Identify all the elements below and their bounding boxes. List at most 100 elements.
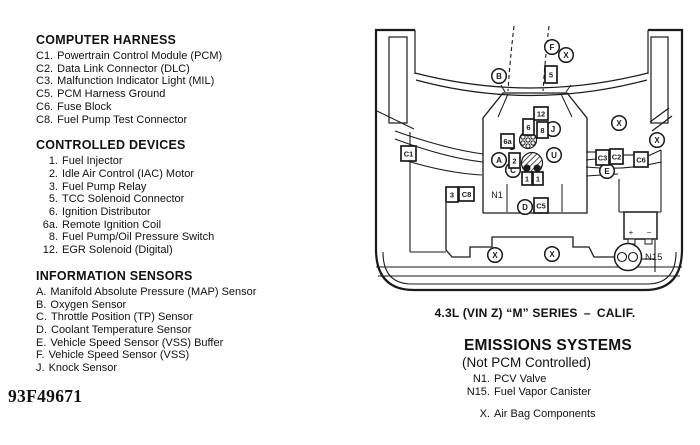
svg-text:J: J bbox=[551, 125, 555, 134]
legend-item-num: C8. bbox=[36, 113, 54, 126]
legend-item-num: F. bbox=[36, 349, 45, 362]
legend-item: J.Knock Sensor bbox=[36, 362, 366, 375]
legend-item-text: Fuel Pump Relay bbox=[62, 180, 147, 193]
svg-text:F: F bbox=[550, 43, 555, 52]
diagram-caption: 4.3L (VIN Z) “M” SERIES – CALIF. bbox=[434, 306, 636, 320]
callout-box-C2: C2 bbox=[609, 148, 624, 165]
legend-item-text: Fuse Block bbox=[57, 100, 112, 113]
svg-text:C3: C3 bbox=[598, 153, 608, 162]
vapor-canister bbox=[613, 242, 643, 272]
callout-box-C6: C6 bbox=[633, 151, 649, 168]
diagram-label-N15: N15 bbox=[645, 252, 662, 263]
callout-box-C1: C1 bbox=[400, 145, 417, 162]
airbag-note-num: X. bbox=[479, 408, 490, 420]
svg-text:X: X bbox=[549, 250, 555, 259]
legend-item-text: Data Link Connector (DLC) bbox=[57, 62, 190, 75]
section-title: CONTROLLED DEVICES bbox=[36, 138, 186, 153]
injector-dot bbox=[533, 164, 541, 172]
legend-item-num: 2. bbox=[48, 167, 58, 180]
callout-box-1: 1 bbox=[532, 171, 544, 186]
svg-text:C1: C1 bbox=[404, 149, 414, 158]
legend-item: C6.Fuse Block bbox=[36, 101, 366, 114]
engine-block bbox=[482, 84, 588, 214]
battery bbox=[623, 211, 658, 245]
legend-item-text: Remote Ignition Coil bbox=[62, 218, 162, 231]
emissions-title: EMISSIONS SYSTEMS bbox=[464, 337, 632, 354]
legend-item-text: PCM Harness Ground bbox=[57, 88, 166, 101]
svg-text:X: X bbox=[654, 136, 660, 145]
legend-item-text: PCV Valve bbox=[494, 373, 547, 385]
legend-item-num: E. bbox=[36, 336, 47, 349]
svg-text:2: 2 bbox=[512, 156, 516, 165]
svg-text:C8: C8 bbox=[462, 190, 472, 199]
callout-circle-F: F bbox=[543, 38, 561, 56]
legend-item-text: Fuel Pump Test Connector bbox=[57, 113, 188, 126]
legend-item-num: N15. bbox=[466, 386, 490, 398]
legend-item: D.Coolant Temperature Sensor bbox=[36, 324, 366, 337]
legend-item-text: Fuel Injector bbox=[62, 155, 123, 168]
legend-item-text: Malfunction Indicator Light (MIL) bbox=[57, 75, 215, 88]
legend-item: C3.Malfunction Indicator Light (MIL) bbox=[36, 75, 366, 88]
legend-item-num: 5. bbox=[48, 193, 58, 206]
callout-circle-A: A bbox=[490, 151, 508, 169]
callout-circle-X: X bbox=[557, 46, 575, 64]
legend-item: B.Oxygen Sensor bbox=[36, 299, 366, 312]
legend-item-num: C1. bbox=[36, 50, 54, 62]
legend-item-num: 6. bbox=[48, 206, 58, 219]
legend-item-num: J. bbox=[36, 362, 45, 375]
callout-box-8: 8 bbox=[536, 121, 549, 139]
svg-text:E: E bbox=[604, 167, 610, 176]
legend-item: N1. PCV Valve bbox=[460, 373, 632, 386]
callout-circle-U: U bbox=[545, 146, 563, 164]
component-legend: COMPUTER HARNESS C1.Powertrain Control M… bbox=[36, 33, 366, 387]
callout-circle-X: X bbox=[610, 114, 628, 132]
legend-item-num: 3. bbox=[48, 180, 58, 193]
legend-item-num: A. bbox=[36, 285, 47, 298]
legend-item-num: N1. bbox=[472, 373, 490, 385]
injector-dot bbox=[523, 164, 531, 172]
legend-item-text: Manifold Absolute Pressure (MAP) Sensor bbox=[50, 285, 257, 298]
legend-item-text: Vehicle Speed Sensor (VSS) bbox=[48, 349, 190, 362]
svg-text:C2: C2 bbox=[612, 152, 622, 161]
legend-item-text: Ignition Distributor bbox=[62, 206, 151, 219]
legend-item-text: TCC Solenoid Connector bbox=[62, 193, 185, 206]
callout-circle-X: X bbox=[648, 131, 666, 149]
callout-circle-B: B bbox=[490, 67, 508, 85]
svg-text:C6: C6 bbox=[636, 155, 646, 164]
legend-item-num: C2. bbox=[36, 62, 54, 75]
callout-box-C5: C5 bbox=[533, 197, 549, 214]
legend-item: 1. Fuel Injector bbox=[36, 155, 366, 168]
legend-item: N15. Fuel Vapor Canister bbox=[460, 386, 632, 399]
callout-box-5: 5 bbox=[544, 65, 558, 84]
svg-text:6: 6 bbox=[526, 123, 530, 132]
legend-item-list: A.Manifold Absolute Pressure (MAP) Senso… bbox=[36, 286, 366, 375]
svg-text:1: 1 bbox=[525, 174, 529, 183]
svg-text:1: 1 bbox=[536, 174, 540, 183]
svg-text:D: D bbox=[522, 203, 528, 212]
svg-text:6a: 6a bbox=[503, 137, 512, 146]
legend-item: E.Vehicle Speed Sensor (VSS) Buffer bbox=[36, 337, 366, 350]
svg-text:12: 12 bbox=[537, 109, 545, 118]
airbag-note: X. Air Bag Components bbox=[460, 408, 632, 421]
legend-item: C8.Fuel Pump Test Connector bbox=[36, 114, 366, 127]
legend-item-num: C3. bbox=[36, 75, 54, 88]
hood-dashed-lines bbox=[507, 25, 550, 92]
svg-text:B: B bbox=[496, 72, 502, 81]
legend-item-num: 1. bbox=[48, 155, 58, 168]
legend-item-num: 8. bbox=[48, 231, 58, 244]
callout-box-2: 2 bbox=[508, 152, 521, 169]
legend-item-num: C5. bbox=[36, 88, 54, 101]
legend-item: 8. Fuel Pump/Oil Pressure Switch bbox=[36, 231, 366, 244]
legend-item-num: 12. bbox=[42, 244, 58, 257]
legend-item-list: C1.Powertrain Control Module (PCM)C2.Dat… bbox=[36, 50, 366, 126]
callout-circle-E: E bbox=[598, 162, 616, 180]
legend-item-text: Fuel Pump/Oil Pressure Switch bbox=[62, 231, 215, 244]
legend-item-num: C6. bbox=[36, 100, 54, 113]
figure-id: 93F49671 bbox=[8, 386, 83, 406]
legend-item-text: Fuel Vapor Canister bbox=[494, 386, 592, 398]
section-title: INFORMATION SENSORS bbox=[36, 268, 193, 283]
